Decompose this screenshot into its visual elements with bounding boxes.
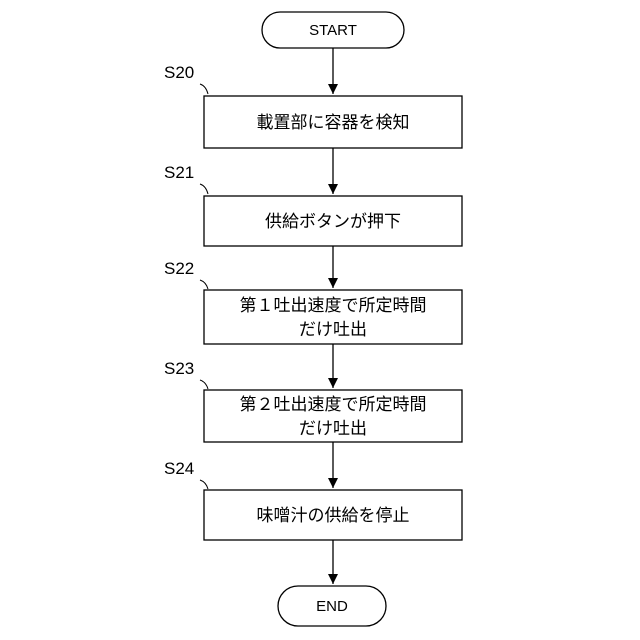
- step-label-s24: S24: [164, 459, 194, 478]
- step-label-s20: S20: [164, 63, 194, 82]
- start-terminal: START: [262, 12, 404, 48]
- step-text-s20-line1: 載置部に容器を検知: [257, 113, 410, 133]
- end-terminal: END: [278, 586, 386, 626]
- label-leader-s20: [200, 84, 208, 94]
- step-s20: S20 載置部に容器を検知: [164, 63, 462, 148]
- label-leader-s24: [200, 480, 208, 489]
- label-leader-s23: [200, 380, 208, 389]
- step-s24: S24 味噌汁の供給を停止: [164, 459, 462, 540]
- step-text-s21-line1: 供給ボタンが押下: [265, 212, 401, 232]
- step-text-s22-line2: だけ吐出: [299, 320, 367, 340]
- start-label: START: [309, 22, 357, 39]
- end-label: END: [316, 598, 348, 615]
- step-text-s23-line1: 第２吐出速度で所定時間: [240, 395, 427, 415]
- step-label-s21: S21: [164, 163, 194, 182]
- step-label-s23: S23: [164, 359, 194, 378]
- label-leader-s22: [200, 280, 208, 289]
- step-label-s22: S22: [164, 259, 194, 278]
- step-s21: S21 供給ボタンが押下: [164, 163, 462, 246]
- step-s23: S23 第２吐出速度で所定時間 だけ吐出: [164, 359, 462, 442]
- label-leader-s21: [200, 184, 208, 194]
- step-s22: S22 第１吐出速度で所定時間 だけ吐出: [164, 259, 462, 344]
- step-text-s23-line2: だけ吐出: [299, 419, 367, 439]
- step-text-s22-line1: 第１吐出速度で所定時間: [240, 296, 427, 316]
- step-text-s24-line1: 味噌汁の供給を停止: [257, 506, 410, 526]
